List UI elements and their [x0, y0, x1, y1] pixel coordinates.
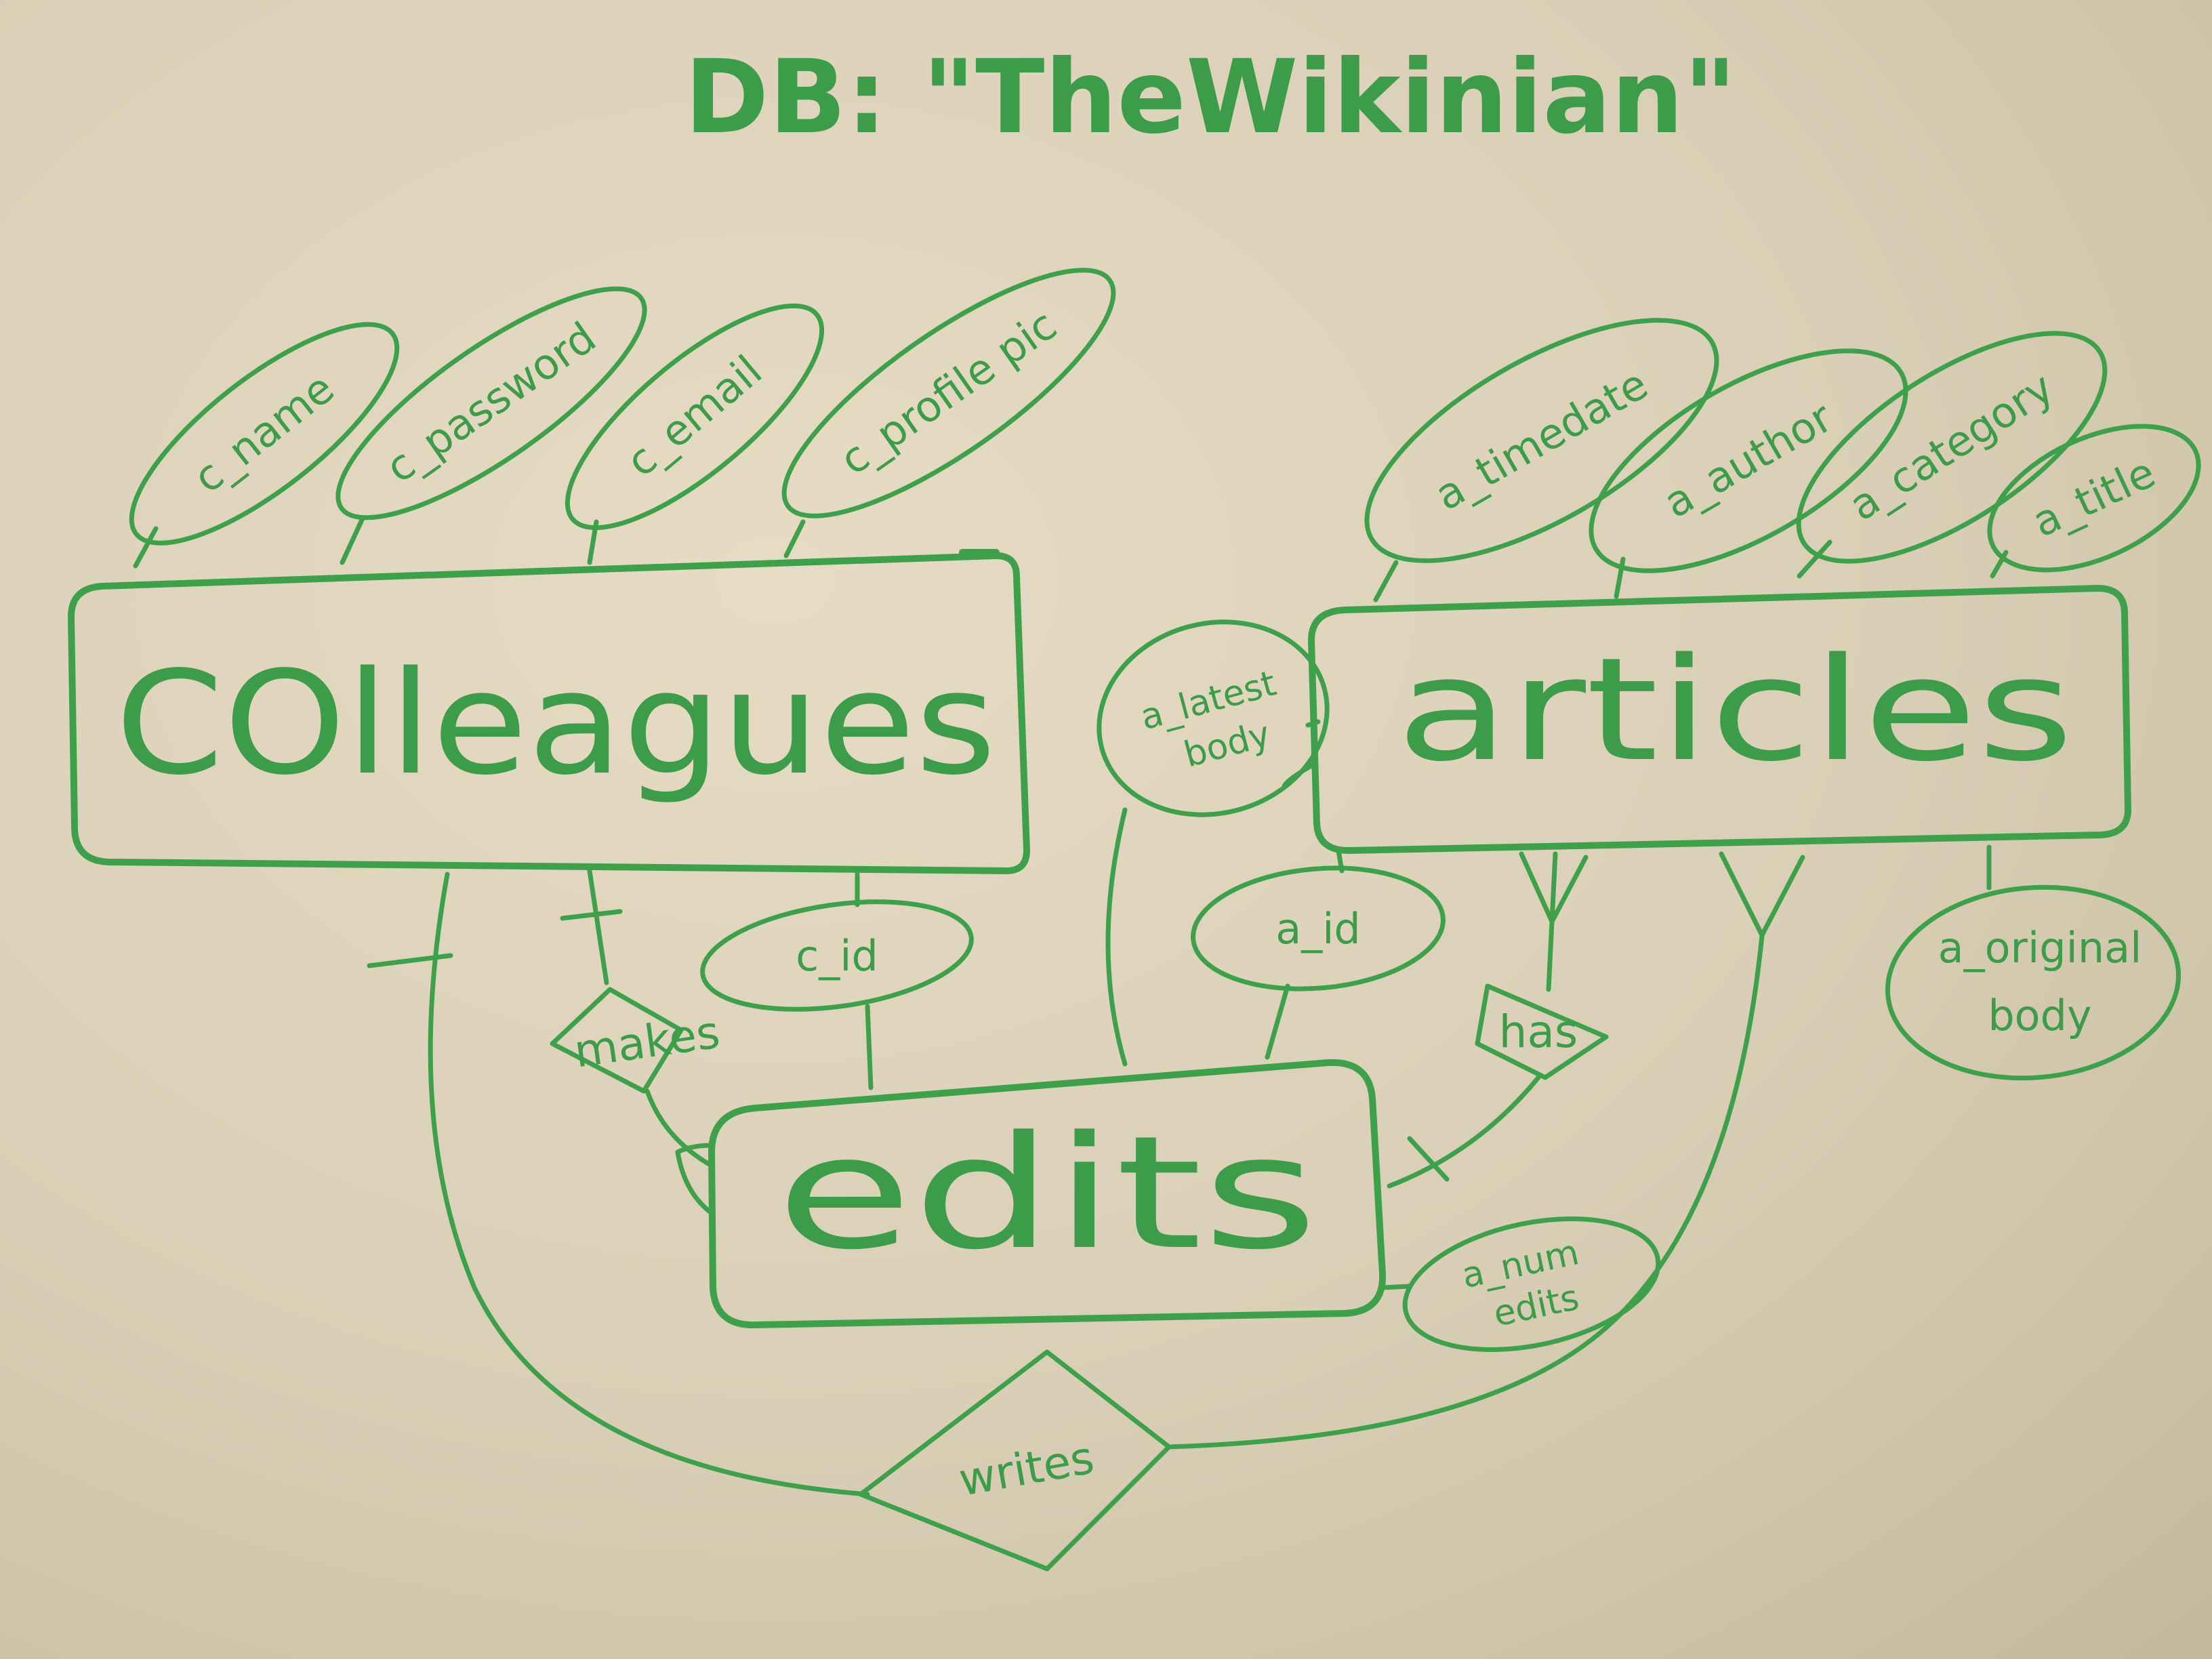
attribute-a-author: a_author	[1589, 348, 1908, 599]
attribute-a-id: a_id	[1191, 848, 1446, 1060]
attribute-a-timedate: a_timedate	[1364, 318, 1719, 602]
svg-text:articles: articles	[1396, 627, 2074, 793]
attribute-c-id: c_id	[700, 872, 974, 1090]
svg-text:c_email: c_email	[617, 346, 771, 487]
svg-text:COlleagues: COlleagues	[115, 640, 996, 806]
svg-text:a_original: a_original	[1938, 923, 2142, 972]
attribute-c-email: c_email	[565, 303, 825, 565]
svg-text:makes: makes	[571, 1006, 723, 1078]
entity-colleagues: COlleagues	[68, 549, 1030, 874]
svg-text:edits: edits	[776, 1103, 1318, 1284]
attribute-a-original-body: a_original body	[1885, 844, 2182, 1081]
svg-text:writes: writes	[955, 1431, 1098, 1507]
svg-text:c_id: c_id	[796, 931, 878, 981]
entity-edits: edits	[708, 1059, 1387, 1329]
relationship-has: has	[1387, 851, 1609, 1189]
attribute-a-category: a_category	[1796, 331, 2108, 579]
svg-text:a_id: a_id	[1275, 904, 1361, 954]
svg-text:has: has	[1499, 1006, 1578, 1058]
attribute-c-profile-pic: c_profile pic	[781, 268, 1116, 558]
attribute-c-password: c_password	[335, 286, 647, 565]
relationship-makes: makes	[550, 868, 723, 1216]
edge-edits-latest-body	[1105, 807, 1128, 1067]
svg-text:body: body	[1988, 991, 2091, 1040]
attribute-a-num-edits: a_num edits	[1380, 1216, 1661, 1352]
entity-articles: articles	[1308, 585, 2131, 854]
svg-text:a_title: a_title	[2025, 447, 2163, 547]
attribute-a-latest-body: a_latest body	[1097, 619, 1330, 817]
svg-text:c_name: c_name	[184, 363, 344, 503]
edge-articles-latest-body	[1282, 763, 1314, 789]
svg-text:a_timedate: a_timedate	[1427, 359, 1656, 520]
attribute-c-name: c_name	[129, 322, 400, 569]
svg-text:c_profile pic: c_profile pic	[831, 300, 1065, 485]
diagram-title: DB: "TheWikinian"	[684, 39, 1736, 157]
